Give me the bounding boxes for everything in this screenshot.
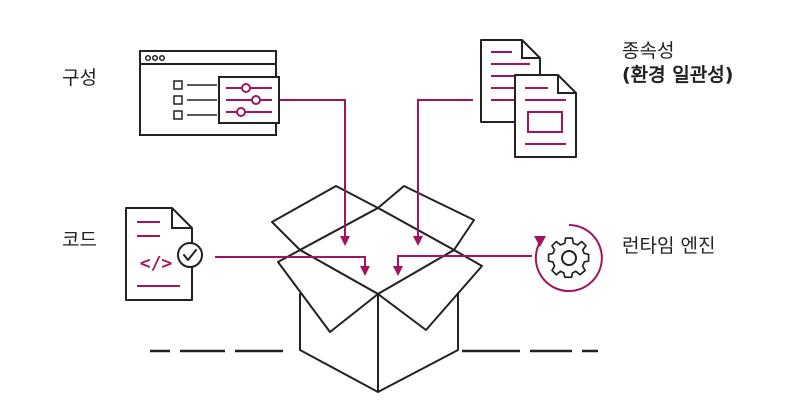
arrowhead-runtime xyxy=(393,266,403,276)
label-dependencies-title: 종속성 xyxy=(622,40,675,62)
arrowhead-config xyxy=(340,236,350,246)
label-dependencies-subtitle: (환경 일관성) xyxy=(622,64,734,86)
label-dependencies: 종속성 (환경 일관성) xyxy=(622,39,733,87)
label-runtime-engine: 런타임 엔진 xyxy=(622,235,716,257)
label-configuration: 구성 xyxy=(62,67,97,89)
arrowhead-deps xyxy=(413,236,423,246)
arrow-config xyxy=(280,99,346,242)
code-icon-text: </> xyxy=(140,253,173,274)
code-document-icon: </> xyxy=(125,207,203,301)
arrow-deps xyxy=(417,99,473,242)
dependency-documents-icon xyxy=(480,39,577,158)
arrowhead-code xyxy=(360,266,370,276)
configuration-window-icon xyxy=(139,50,280,136)
open-box-icon xyxy=(271,185,483,393)
label-code: 코드 xyxy=(62,229,97,251)
runtime-gear-icon xyxy=(534,224,603,292)
